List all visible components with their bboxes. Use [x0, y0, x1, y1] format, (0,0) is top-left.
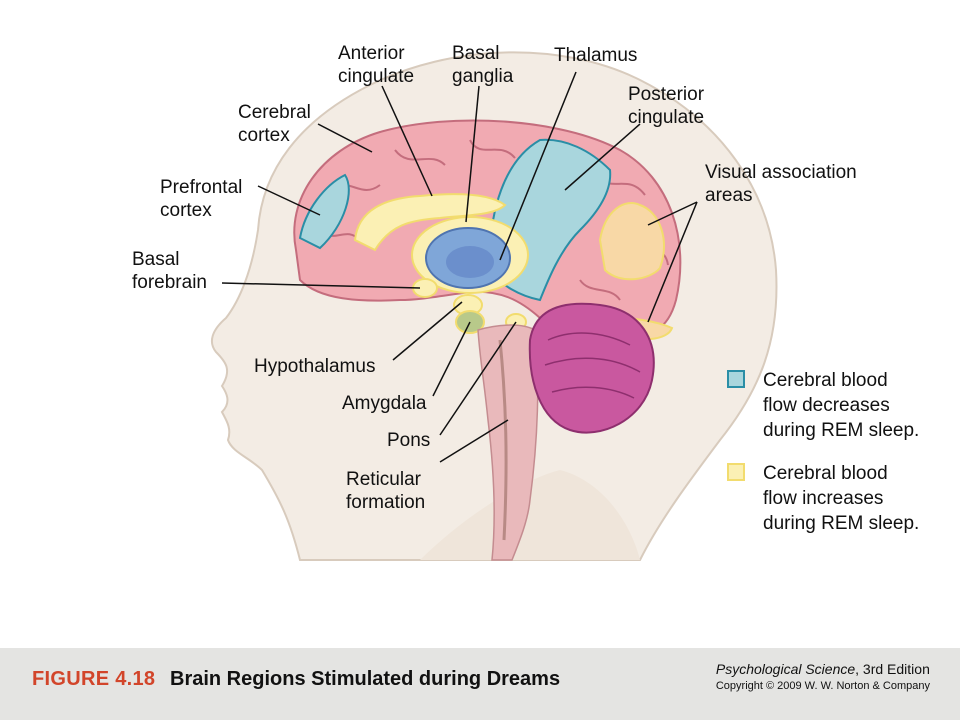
label-amygdala: Amygdala	[342, 393, 427, 414]
legend-decrease-text: Cerebral blood flow decreases during REM…	[763, 370, 920, 441]
legend-swatch-blue	[727, 370, 745, 388]
figure-number: FIGURE 4.18	[32, 668, 156, 690]
reticular-formation	[498, 339, 508, 541]
legend-increase: Cerebral blood flow increases during REM…	[727, 461, 919, 536]
copyright: Copyright © 2009 W. W. Norton & Company	[715, 680, 930, 692]
label-thalamus: Thalamus	[554, 45, 638, 66]
label-hypothalamus: Hypothalamus	[254, 356, 376, 377]
cerebellum-folia	[544, 332, 641, 399]
thalamus-core	[446, 246, 494, 278]
book-credit: Psychological Science, 3rd Edition	[715, 661, 930, 677]
label-pons: Pons	[387, 430, 431, 451]
legend-increase-text: Cerebral blood flow increases during REM…	[763, 463, 920, 534]
prefrontal-region	[298, 173, 350, 250]
visual-association-region	[598, 202, 665, 281]
neck	[420, 470, 640, 560]
legend-swatch-yellow	[727, 463, 745, 481]
figure-title: Brain Regions Stimulated during Dreams	[170, 668, 561, 690]
brain-illustration	[210, 51, 778, 561]
caption-bar	[0, 648, 960, 720]
leader-lines	[221, 71, 698, 463]
legend-decrease: Cerebral blood flow decreases during REM…	[727, 368, 919, 443]
credit: Psychological Science, 3rd Edition Copyr…	[716, 660, 930, 694]
